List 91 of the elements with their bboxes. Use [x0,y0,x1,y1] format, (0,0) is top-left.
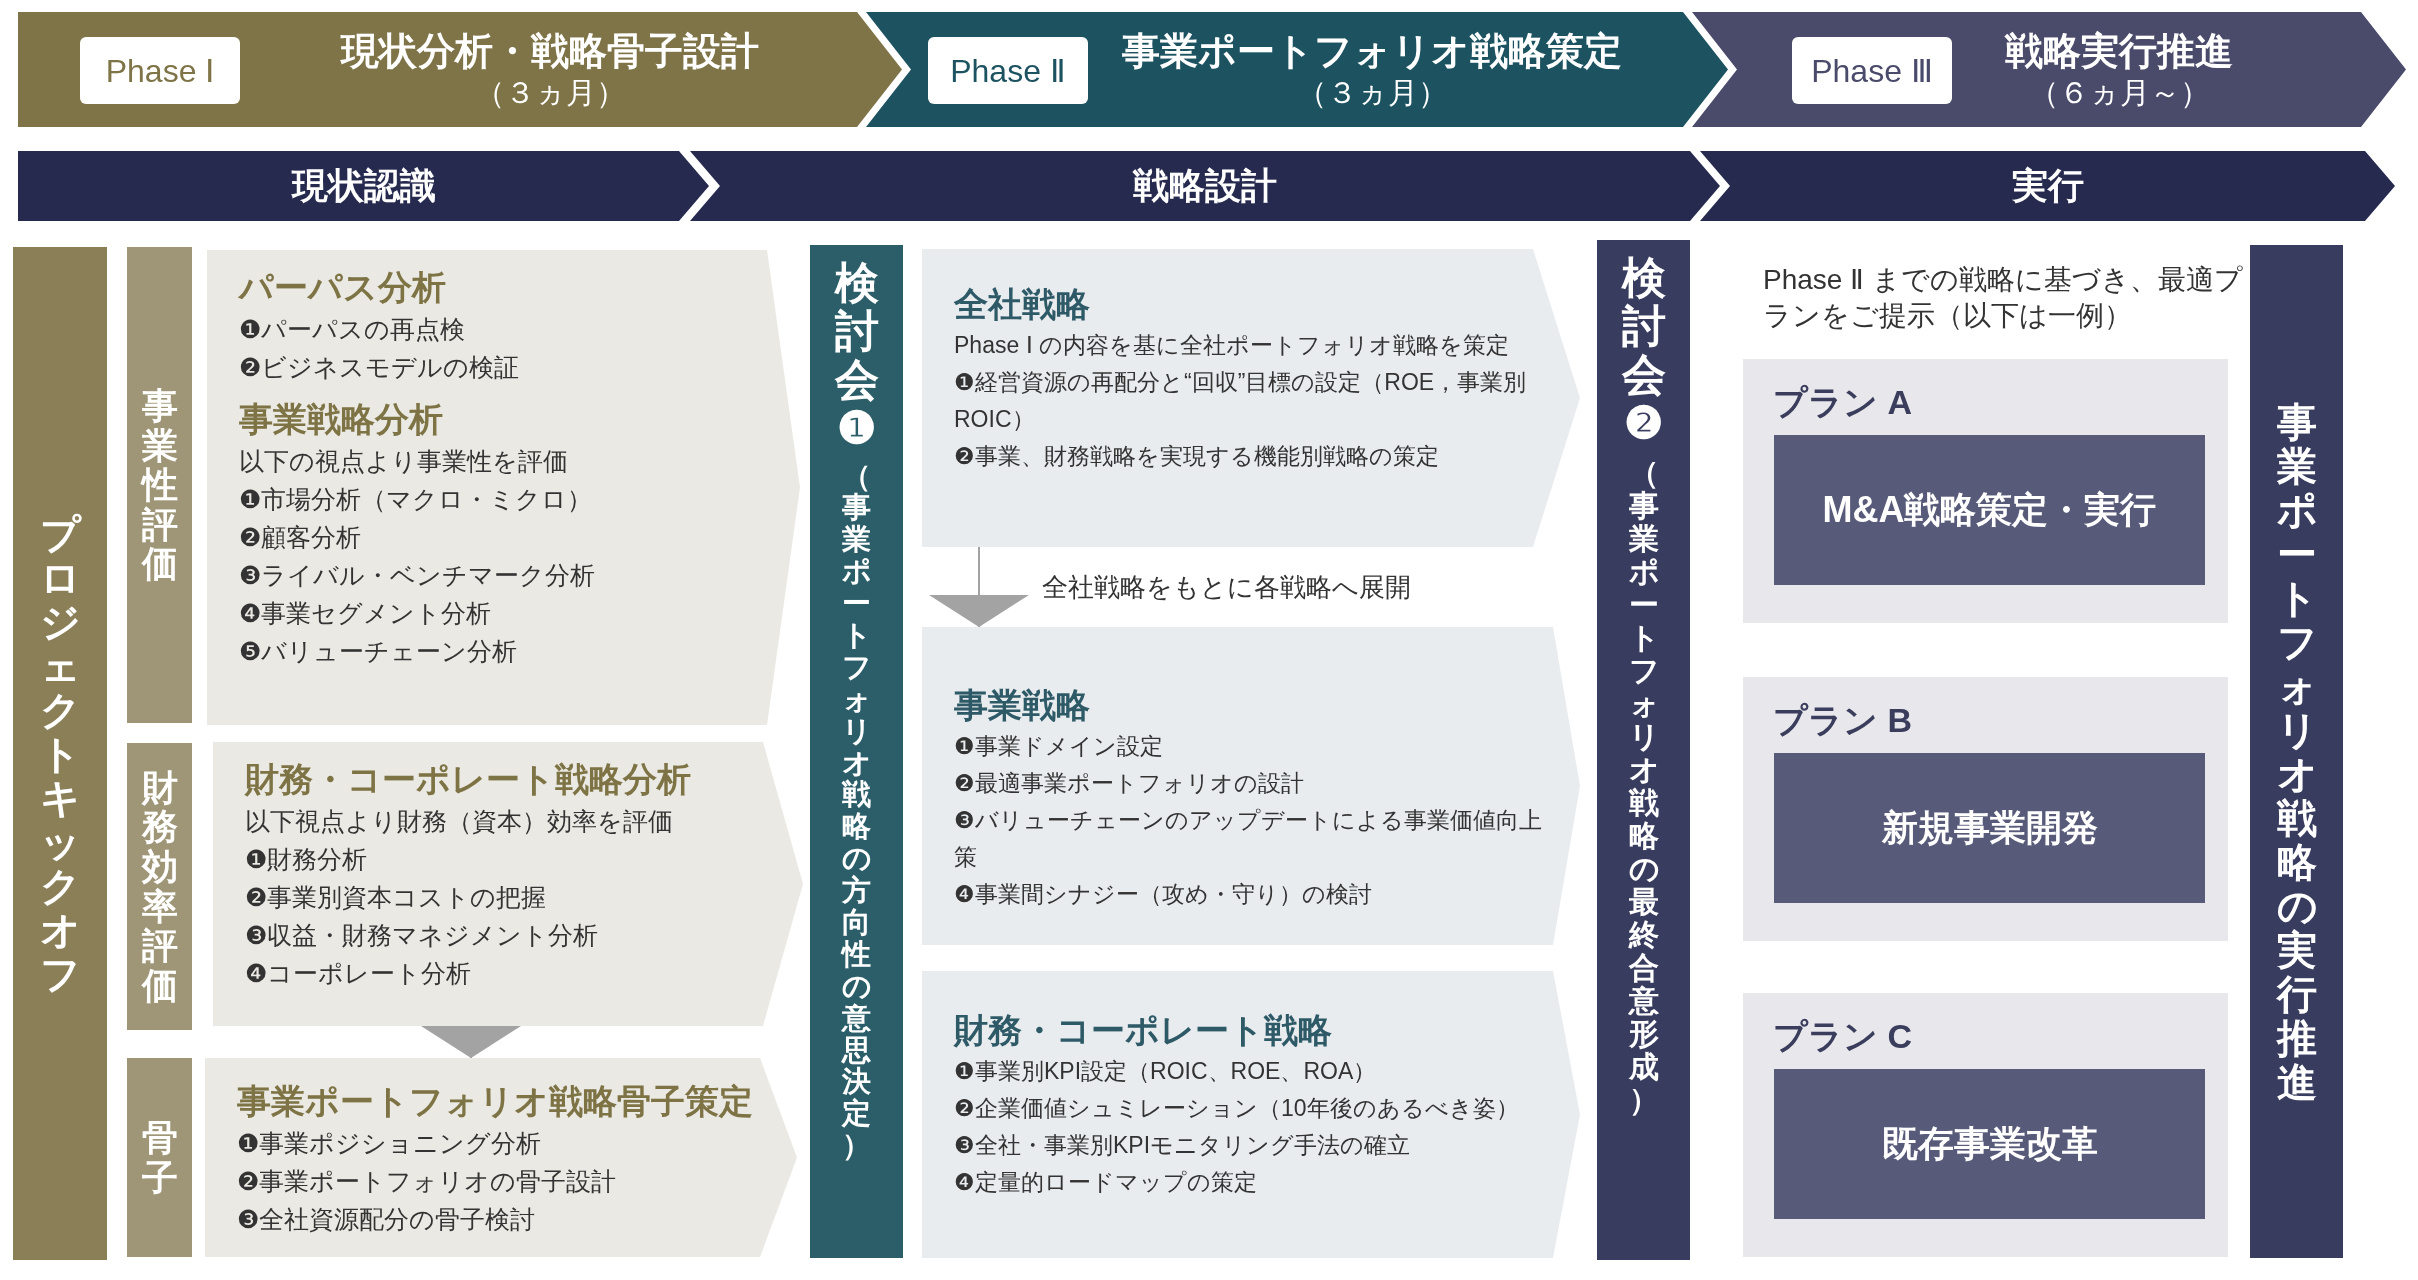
phase-duration: （３ヵ月） [1296,74,1448,111]
stage-label: 戦略設計 [1133,164,1277,208]
section-heading: 事業戦略分析 [239,399,444,440]
list-item: ❺バリューチェーン分析 [239,636,518,667]
list-item: ❷事業、財務戦略を実現する機能別戦略の策定 [954,442,1440,471]
stage-label: 現状認識 [291,164,436,208]
review-meeting-bar [810,245,903,1258]
note-text: Phase Ⅱ までの戦略に基づき、最適プランをご提示（以下は一例） [1763,263,2243,333]
vertical-label: 事業ポートフォリオ戦略の実行推進 [2276,399,2317,1104]
section-heading: 事業戦略 [954,685,1091,726]
description-text: 以下視点より財務（資本）効率を評価 [245,806,674,837]
section-heading: パーパス分析 [239,267,447,308]
list-item: ❹事業間シナジー（攻め・守り）の検討 [954,880,1373,909]
phase-banner [18,12,902,127]
phase-label: Phase Ⅱ [950,51,1066,91]
phase-title: 現状分析・戦略骨子設計 [341,28,759,74]
vertical-label: 骨子 [141,1117,178,1198]
plan-box [1774,1069,2205,1219]
description-text: 以下の視点より事業性を評価 [239,446,569,477]
vertical-label: 財務効率評価 [141,767,178,1006]
category-bar [127,1058,192,1257]
list-item: ❸全社・事業別KPIモニタリング手法の確立 [954,1131,1412,1160]
list-item: ❶事業別KPI設定（ROIC、ROE、ROA） [954,1057,1378,1086]
list-item: ❶市場分析（マクロ・ミクロ） [239,484,593,515]
category-bar [127,247,192,723]
plan-panel [1743,993,2228,1257]
description-text: Phase Ⅰ の内容を基に全社ポートフォリオ戦略を策定 [954,331,1510,360]
list-item: ❷事業ポートフォリオの骨子設計 [237,1166,617,1197]
list-item: ❷企業価値シュミレーション（10年後のあるべき姿） [954,1094,1520,1123]
plan-action: 新規事業開発 [1881,806,2098,850]
category-bar [127,743,192,1030]
phase-banner [1692,12,2406,127]
content-panel [205,1058,797,1257]
stage-banner [18,151,709,221]
phase-banner [866,12,1728,127]
meeting-title: 検討会❶ [834,259,879,453]
section-heading: 財務・コーポレート戦略 [954,1010,1333,1051]
content-panel [207,250,800,725]
list-item: ❷顧客分析 [239,522,362,553]
stage-label: 実行 [2011,164,2084,208]
review-meeting-bar [1597,240,1690,1260]
plan-box [1774,435,2205,585]
kickoff-bar [13,247,107,1260]
vertical-label: プロジェクトキックオフ [40,511,80,996]
list-item: ❶事業ポジショニング分析 [237,1128,542,1159]
plan-panel [1743,359,2228,623]
meeting-description: （事業ポートフォリオ戦略の方向性の意思決定） [842,460,871,1163]
list-item: ❸収益・財務マネジメント分析 [245,920,599,951]
arrow [421,1025,521,1059]
list-item: ❹定量的ロードマップの策定 [954,1168,1258,1197]
list-item: ❷事業別資本コストの把握 [245,882,547,913]
stage-banner [1700,151,2395,221]
list-item: ❹事業セグメント分析 [239,598,492,629]
list-item: ❶事業ドメイン設定 [954,732,1164,761]
plan-action: M&A戦略策定・実行 [1822,488,2157,532]
phase-badge [1792,37,1952,104]
vertical-label: 事業性評価 [141,386,178,584]
section-heading: 財務・コーポレート戦略分析 [245,759,692,800]
content-panel [213,742,803,1026]
meeting-description: （事業ポートフォリオ戦略の最終合意形成） [1628,455,1659,1116]
list-item: ❷最適事業ポートフォリオの設計 [954,769,1305,798]
plan-title: プラン B [1773,700,1912,741]
list-item: ❸バリューチェーンのアップデートによる事業価値向上策 [954,806,1543,872]
execution-bar [2250,245,2343,1258]
list-item: ❸ライバル・ベンチマーク分析 [239,560,596,591]
content-panel [922,627,1580,945]
list-item: ❹コーポレート分析 [245,958,472,989]
phase-badge [80,37,240,104]
phase-label: Phase Ⅰ [105,51,215,91]
content-panel [922,249,1580,547]
phase-badge [928,37,1088,104]
phase-label: Phase Ⅲ [1811,51,1933,91]
phase-duration: （６ヵ月～） [2028,74,2210,111]
plan-title: プラン A [1773,382,1912,423]
plan-box [1774,753,2205,903]
list-item: ❸全社資源配分の骨子検討 [237,1204,536,1235]
phase-title: 戦略実行推進 [2005,28,2233,74]
phase-title: 事業ポートフォリオ戦略策定 [1122,28,1622,74]
list-item: ❶経営資源の再配分と“回収”目標の設定（ROE，事業別ROIC） [954,368,1528,434]
section-heading: 全社戦略 [954,284,1091,325]
arrow [929,546,1029,628]
list-item: ❷ビジネスモデルの検証 [239,352,520,383]
section-heading: 事業ポートフォリオ戦略骨子策定 [237,1081,754,1122]
list-item: ❶パーパスの再点検 [239,314,466,345]
plan-title: プラン C [1773,1016,1912,1057]
stage-banner [690,151,1720,221]
plan-action: 既存事業改革 [1881,1122,2098,1166]
list-item: ❶財務分析 [245,844,368,875]
plan-panel [1743,677,2228,941]
meeting-title: 検討会❷ [1621,254,1666,448]
phase-duration: （３ヵ月） [474,74,626,111]
